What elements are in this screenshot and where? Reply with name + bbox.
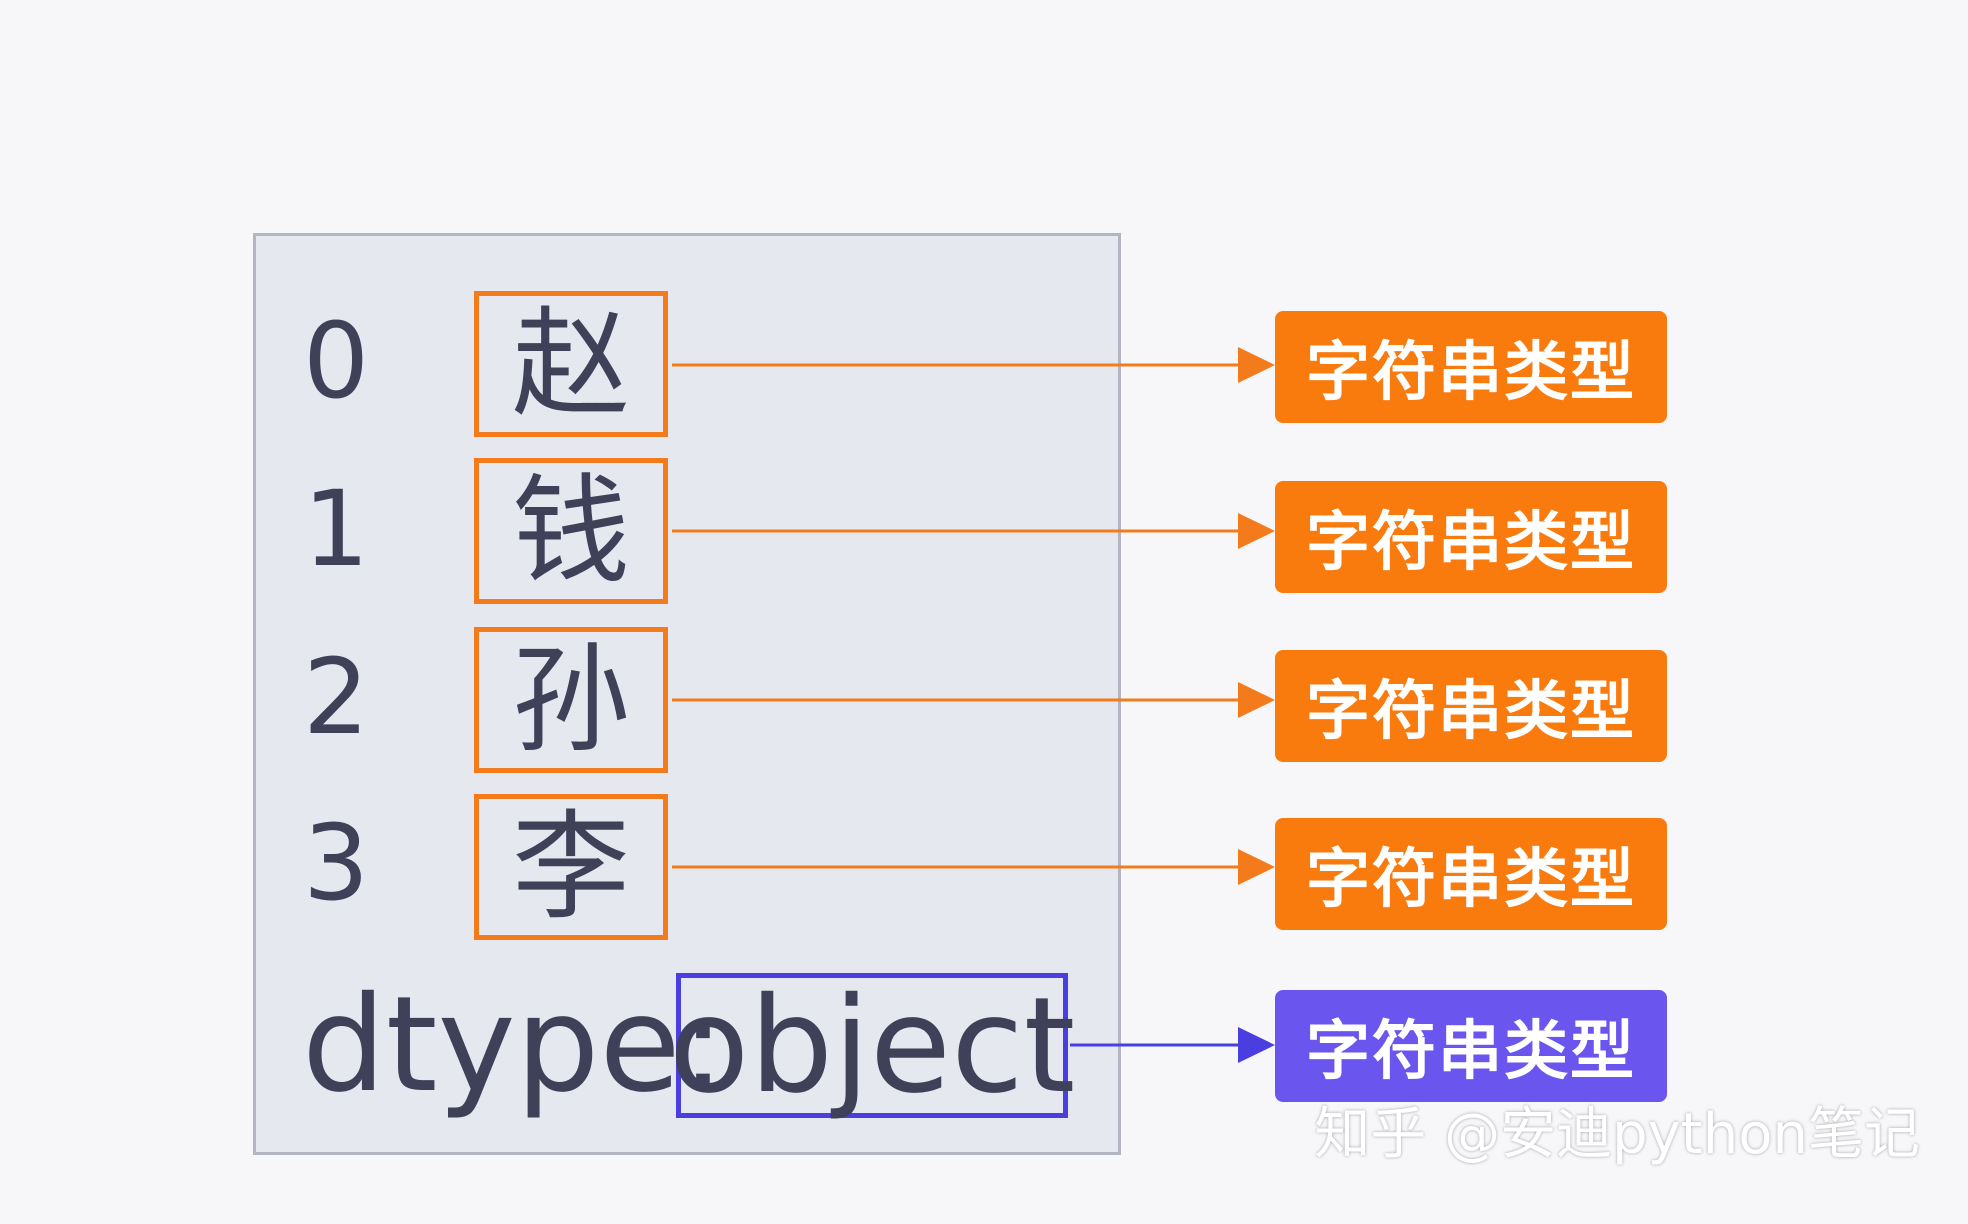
arrow-dtype xyxy=(1070,1027,1275,1063)
type-tag-1: 字符串类型 xyxy=(1275,481,1667,593)
row-index-3: 3 xyxy=(303,802,370,924)
value-box-0: 赵 xyxy=(474,291,668,437)
watermark: 知乎 @安迪python笔记 xyxy=(1314,1102,1920,1167)
value-box-2: 孙 xyxy=(474,627,668,773)
type-tag-2: 字符串类型 xyxy=(1275,650,1667,762)
dtype-value-box: object xyxy=(669,973,1075,1118)
arrow-row-0 xyxy=(672,347,1275,383)
row-index-2: 2 xyxy=(303,636,370,758)
row-index-0: 0 xyxy=(303,300,370,422)
value-text-3: 李 xyxy=(511,798,630,936)
dtype-value-text: object xyxy=(668,968,1076,1123)
value-box-3: 李 xyxy=(474,794,668,940)
dtype-label: dtype: xyxy=(302,968,726,1122)
value-box-1: 钱 xyxy=(474,458,668,604)
type-tag-0: 字符串类型 xyxy=(1275,311,1667,423)
dtype-tag: 字符串类型 xyxy=(1275,990,1667,1102)
arrow-row-1 xyxy=(672,513,1275,549)
arrow-row-3 xyxy=(672,849,1275,885)
value-text-2: 孙 xyxy=(511,631,630,769)
value-text-1: 钱 xyxy=(511,462,630,600)
row-index-1: 1 xyxy=(303,468,370,590)
series-output-panel xyxy=(253,233,1121,1155)
value-text-0: 赵 xyxy=(511,295,630,433)
arrow-row-2 xyxy=(672,682,1275,718)
type-tag-3: 字符串类型 xyxy=(1275,818,1667,930)
